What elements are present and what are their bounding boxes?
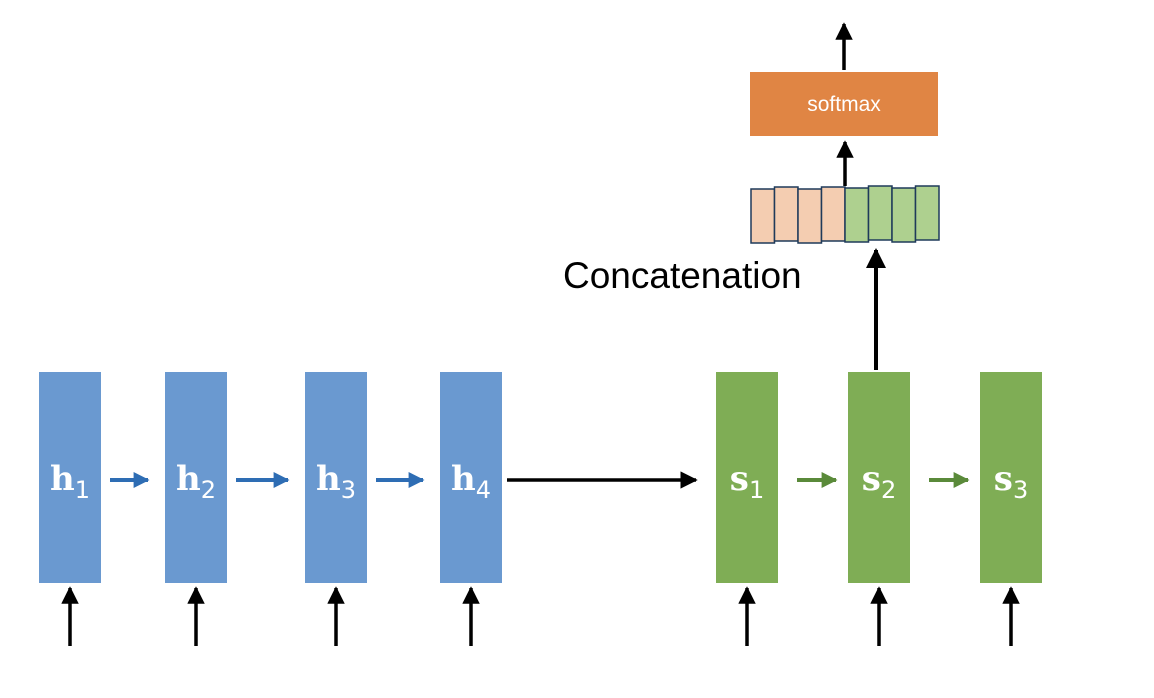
- encoder-cell-rect: [440, 372, 502, 583]
- encoder-cell-label: h1: [50, 459, 90, 504]
- encoder-cell-4: h4: [440, 372, 502, 583]
- encoder-cell-1: h1: [39, 372, 101, 583]
- decoder-cell-3: s3: [980, 372, 1042, 583]
- concat-decoder-unit: [914, 185, 940, 241]
- decoder-cell-label: s2: [862, 459, 896, 504]
- decoder-cell-rect: [716, 372, 778, 583]
- decoder-cell-label: s3: [994, 459, 1028, 504]
- concat-decoder-unit: [844, 187, 870, 243]
- concat-encoder-unit: [750, 188, 776, 244]
- concat-encoder-unit: [797, 188, 823, 244]
- concat-decoder-unit: [867, 185, 893, 241]
- concatenation-vector: [750, 185, 940, 244]
- decoder-cell-1: s1: [716, 372, 778, 583]
- softmax-box: softmax: [750, 72, 938, 136]
- concat-decoder-unit: [891, 187, 917, 243]
- concatenation-label: Concatenation: [563, 255, 802, 296]
- arrows: [61, 22, 1020, 646]
- softmax-label: softmax: [807, 93, 881, 116]
- decoder-cell-label: s1: [730, 459, 764, 504]
- concat-encoder-unit: [820, 186, 846, 242]
- encoder-cell-3: h3: [305, 372, 367, 583]
- decoder-cell-rect: [980, 372, 1042, 583]
- encoder-cell-label: h4: [451, 459, 491, 504]
- encoder-cell-2: h2: [165, 372, 227, 583]
- encoder: h1 h2 h3 h4: [39, 372, 502, 583]
- encoder-cell-label: h3: [316, 459, 356, 504]
- decoder: s1 s2 s3: [716, 372, 1042, 583]
- encoder-cell-rect: [305, 372, 367, 583]
- encoder-cell-rect: [39, 372, 101, 583]
- encoder-cell-rect: [165, 372, 227, 583]
- decoder-cell-2: s2: [848, 372, 910, 583]
- decoder-cell-rect: [848, 372, 910, 583]
- encoder-cell-label: h2: [176, 459, 216, 504]
- concat-encoder-unit: [773, 186, 799, 242]
